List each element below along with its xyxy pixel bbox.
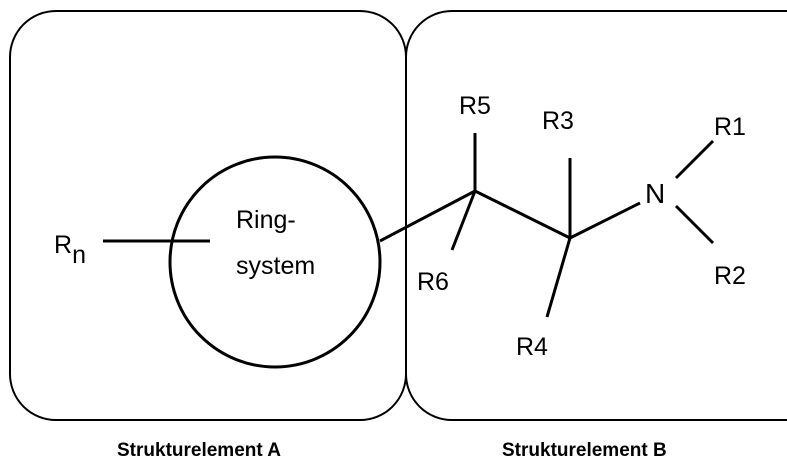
caption-structural-element-b: Strukturelement B [502, 440, 667, 461]
r3-label: R3 [542, 107, 574, 135]
ring-to-c1-bond [379, 189, 476, 243]
r2-bond [674, 204, 715, 245]
ring-label-line1: Ring- [236, 206, 296, 234]
caption-structural-element-a: Strukturelement A [117, 440, 281, 461]
r2-label: R2 [714, 262, 746, 290]
r1-bond [674, 139, 715, 180]
r1-label: R1 [714, 113, 746, 141]
r6-bond [450, 190, 477, 251]
box-structural-element-a [9, 10, 407, 421]
r4-bond [545, 237, 572, 318]
r5-label: R5 [459, 92, 491, 120]
box-structural-element-b [405, 10, 787, 421]
c1-to-c2-bond [474, 189, 571, 240]
rn-base: R [54, 231, 72, 259]
rn-label: Rn [54, 231, 86, 269]
r4-label: R4 [516, 333, 548, 361]
c2-to-n-bond [569, 201, 641, 240]
rn-subscript: n [72, 241, 86, 269]
nitrogen-label: N [645, 178, 665, 209]
r6-label: R6 [417, 268, 449, 296]
ring-system-circle [168, 155, 382, 369]
ring-label-line2: system [236, 252, 315, 280]
